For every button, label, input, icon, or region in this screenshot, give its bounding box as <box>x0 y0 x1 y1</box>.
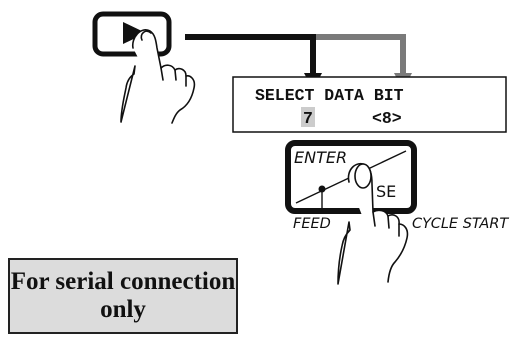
lcd-frame <box>232 76 507 133</box>
play-triangle-icon <box>123 22 146 44</box>
cycle-start-caption: CYCLE START <box>412 216 509 232</box>
lcd-option-7-highlight <box>301 107 315 127</box>
enter-key-label: ENTER <box>294 148 347 167</box>
note-text: For serial connection only <box>10 268 236 323</box>
lcd-option-7: 7 <box>303 109 313 128</box>
fingertip <box>354 163 372 189</box>
feed-caption: FEED <box>293 216 331 232</box>
pointing-hand-icon <box>337 163 409 285</box>
primary-arrow-line <box>185 34 316 76</box>
serial-connection-note: For serial connection only <box>8 258 238 334</box>
pointing-hand-icon <box>120 29 196 124</box>
right-arrow-key <box>92 11 172 57</box>
lcd-line-1: SELECT DATA BIT <box>255 86 404 105</box>
pause-key-label: SE <box>376 182 396 201</box>
lcd-option-8: <8> <box>372 109 402 128</box>
lcd-display: SELECT DATA BIT 7 <8> <box>232 76 507 133</box>
secondary-arrow-line <box>185 34 406 76</box>
